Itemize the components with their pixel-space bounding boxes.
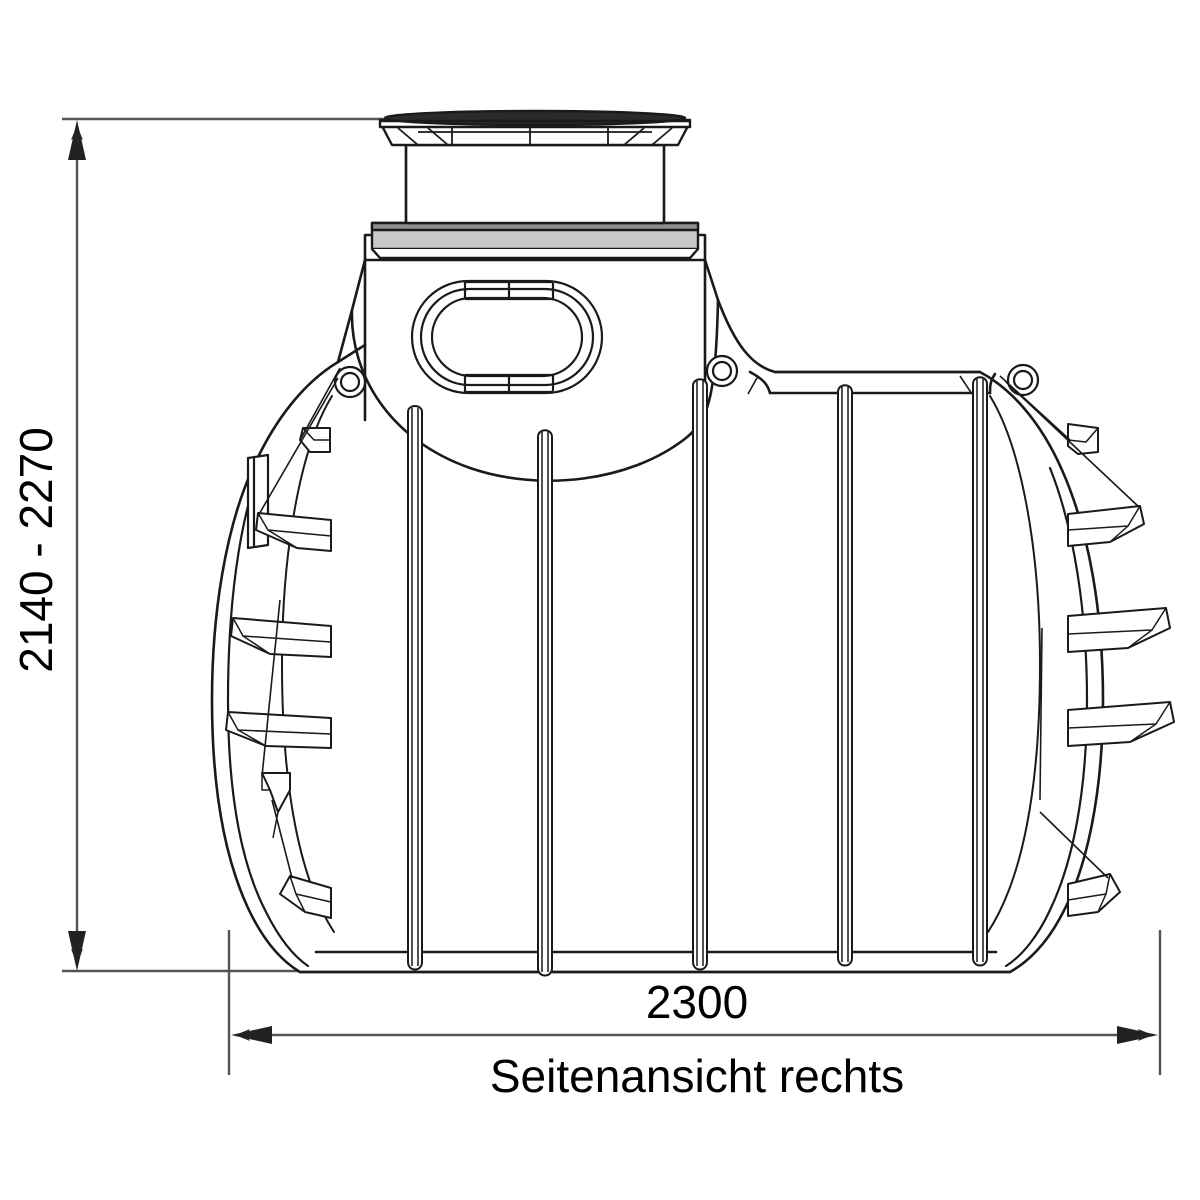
right-guide-4 [1039, 811, 1109, 879]
left-v-drain-line [261, 773, 270, 791]
right-guide-2 [1005, 381, 1141, 509]
shoulder-transition-right [988, 372, 997, 395]
arrow-right [1117, 1026, 1158, 1044]
access-riser-assembly [370, 109, 700, 260]
right-dome-ridge [987, 395, 1041, 933]
right-stiffener-5 [1067, 873, 1121, 917]
port-mid-ring [419, 287, 595, 387]
shoulder-transition-left [748, 370, 772, 395]
left-guide-3 [261, 599, 281, 777]
right-stiffener-2 [1067, 505, 1145, 547]
left-guide-2 [257, 377, 339, 517]
left-stiffener-2-fold2 [267, 529, 298, 549]
port-top-flat [463, 282, 555, 300]
vertical-rib-1 [407, 405, 423, 971]
dimension-arrowheads [68, 120, 1158, 1044]
vertical-rib-2 [537, 429, 553, 977]
left-stiffener-group [225, 427, 332, 919]
lid-top-surface [383, 109, 687, 127]
rib-3-outline [692, 378, 708, 971]
right-stiffener-1-fold [1067, 427, 1099, 443]
left-stiffener-5-fold2 [295, 893, 306, 913]
tank-outer-profile [210, 233, 1105, 974]
inspection-port [410, 279, 604, 395]
tank-drawing-group: 2140 - 2270 2300 Seitenansicht rechts [10, 109, 1175, 1102]
left-stiffener-5 [279, 875, 332, 919]
vertical-rib-5 [972, 376, 988, 967]
lifting-eye-right-inner [1012, 369, 1034, 391]
left-guide-4 [271, 799, 293, 879]
dome-guide-lines [257, 367, 1141, 879]
riser-shaft [404, 143, 666, 225]
left-v-drain-shape [261, 772, 291, 813]
right-stiffener-1-shape [1067, 423, 1099, 455]
arrow-left [231, 1026, 272, 1044]
right-stiffener-2-fold2 [1109, 525, 1129, 543]
left-shoulder-brace [336, 343, 367, 364]
port-bottom-flat [463, 374, 555, 392]
lid-rib-1 [397, 127, 419, 146]
left-dome-ridge [281, 395, 335, 933]
left-stiffener-4-fold2 [237, 729, 267, 747]
left-guide-1 [299, 367, 341, 441]
rib-5-outline [972, 376, 988, 967]
height-dimension-label: 2140 - 2270 [10, 427, 62, 673]
right-stiffener-4 [1067, 701, 1175, 747]
dimension-lines [62, 117, 1162, 1075]
right-stiffener-3-shape [1067, 607, 1171, 653]
right-dome-inner-wall [1004, 466, 1089, 968]
right-stiffener-5-fold2 [1097, 893, 1107, 913]
vertical-rib-3 [692, 378, 708, 971]
left-stiffener-4 [225, 711, 332, 749]
lid-rib-6 [623, 127, 645, 146]
shoulder-seam-right [959, 375, 973, 395]
arrow-up [68, 120, 86, 160]
lid-rib-7 [651, 127, 673, 146]
view-caption: Seitenansicht rechts [490, 1050, 904, 1102]
right-stiffener-3 [1067, 607, 1171, 653]
right-stiffener-3-fold2 [1127, 629, 1153, 649]
lifting-eye-mid-inner [711, 360, 733, 382]
left-stiffener-3 [230, 617, 332, 658]
lid-rib-group [397, 127, 673, 146]
right-stiffener-group [1067, 423, 1175, 917]
lid-rib-2 [427, 127, 449, 146]
vertical-rib-4 [837, 384, 853, 967]
right-stiffener-4-fold2 [1129, 723, 1157, 743]
right-stiffener-4-shape [1067, 701, 1175, 747]
lifting-eye-left-inner [339, 371, 361, 393]
riser-flange-skirt [371, 248, 699, 260]
left-stiffener-3-shape [230, 617, 332, 658]
right-stiffener-5-shape [1067, 873, 1121, 917]
tank-body [210, 233, 1105, 974]
right-stiffener-1 [1067, 423, 1099, 455]
vertical-rib-group [407, 376, 988, 977]
port-top-band [465, 280, 553, 301]
rib-2-outline [537, 429, 553, 977]
left-stiffener-2 [255, 512, 332, 552]
arrow-down [68, 931, 86, 971]
left-stiffener-3-fold2 [242, 635, 271, 655]
port-bottom-band [465, 373, 553, 394]
rib-1-outline [407, 405, 423, 971]
left-dome-inner-wall [226, 460, 310, 968]
rib-4-outline [837, 384, 853, 967]
width-dimension-label: 2300 [646, 976, 748, 1028]
lifting-eye-group [333, 354, 1040, 399]
left-v-drain [261, 772, 291, 839]
right-stiffener-2-shape [1067, 505, 1145, 547]
left-v-drain-tail [272, 811, 279, 839]
right-guide-3 [1039, 627, 1043, 801]
shoulder-seam-left [747, 375, 759, 395]
